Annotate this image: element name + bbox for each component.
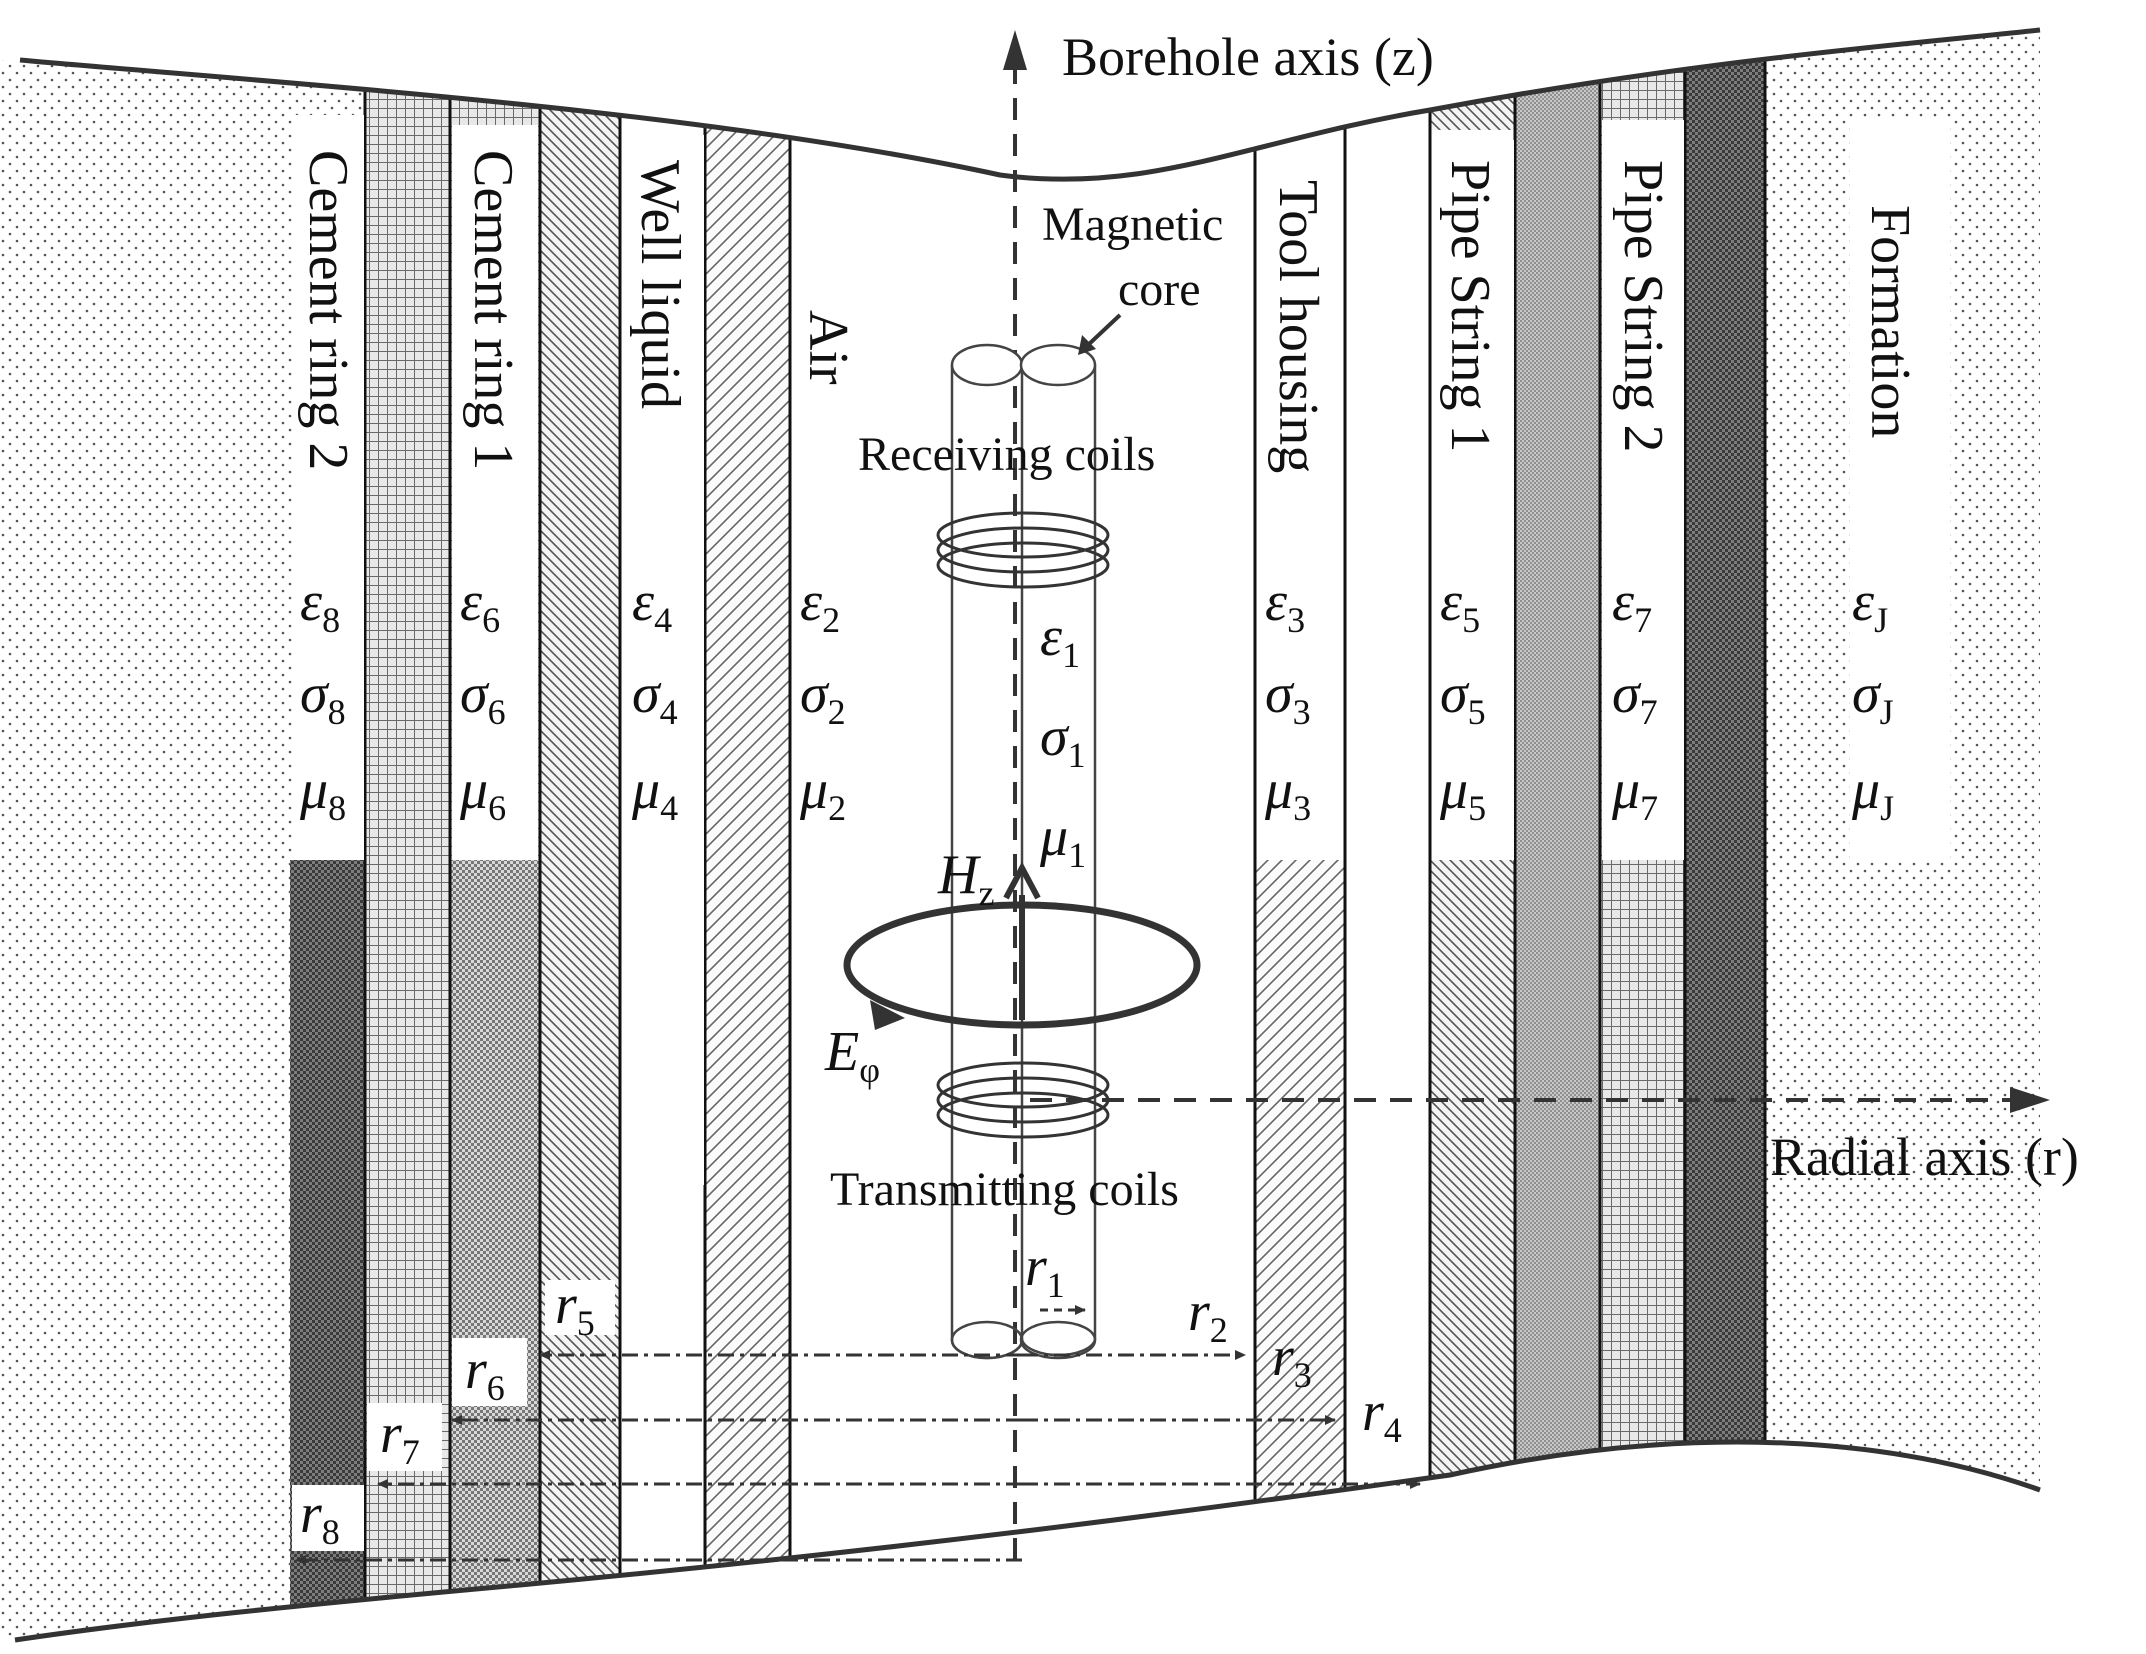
back-hatch-band bbox=[540, 30, 620, 1640]
core-epsilon: ε1 bbox=[1040, 606, 1080, 675]
r6-label: r6 bbox=[465, 1339, 505, 1408]
receiving-coils-label: Receiving coils bbox=[858, 428, 1155, 481]
layer-5-sigma: σ3 bbox=[1265, 663, 1311, 732]
pipe-string-1-lower bbox=[1430, 860, 1515, 1640]
core-mu: μ1 bbox=[1039, 806, 1086, 875]
white-gap-band bbox=[1345, 30, 1430, 1640]
grey-band bbox=[1515, 30, 1600, 1640]
magnetic-core-label-line-2: core bbox=[1118, 263, 1201, 316]
core-sigma: σ1 bbox=[1040, 706, 1086, 775]
layer-7-epsilon: ε7 bbox=[1612, 571, 1652, 640]
transmitting-coil-loops bbox=[936, 1061, 1110, 1139]
layer-2-sigma: σ6 bbox=[460, 663, 506, 732]
layer-4-mu: μ2 bbox=[799, 759, 846, 828]
borehole-axis-label: Borehole axis (z) bbox=[1062, 27, 1434, 87]
r8-label: r8 bbox=[300, 1483, 340, 1552]
magnetic-core-pointer bbox=[1086, 313, 1122, 347]
layer-6-mu: μ5 bbox=[1439, 759, 1486, 828]
layer-parameters: ε8 σ8 μ8 ε6 σ6 μ6 ε4 σ4 μ4 ε2 σ2 μ2 ε3 σ3 μ3 ε5 σ5 μ5 ε7 σ7… bbox=[299, 571, 1894, 875]
borehole-axis-arrowhead bbox=[1003, 30, 1027, 70]
forward-hatch-band bbox=[705, 30, 790, 1640]
h-z-arrowhead bbox=[1003, 861, 1041, 900]
layer-2-epsilon: ε6 bbox=[460, 571, 500, 640]
layer-3-sigma: σ4 bbox=[632, 663, 678, 732]
layer-1-epsilon: ε8 bbox=[300, 571, 340, 640]
band-borders bbox=[363, 30, 1767, 1640]
layer-7-mu: μ7 bbox=[1611, 759, 1658, 828]
radial-axis-arrowhead bbox=[2010, 1087, 2050, 1113]
layer-1-sigma: σ8 bbox=[300, 663, 346, 732]
e-phi-label: Eφ bbox=[824, 1021, 880, 1090]
radial-axis-label: Radial axis (r) bbox=[1770, 1127, 2079, 1187]
layer-4-sigma: σ2 bbox=[800, 663, 846, 732]
magnetic-core-pointer-head bbox=[1078, 335, 1096, 355]
layer-8-sigma: σJ bbox=[1852, 663, 1894, 732]
r1-label: r1 bbox=[1025, 1236, 1065, 1305]
layer-2-mu: μ6 bbox=[459, 759, 506, 828]
top-boundary bbox=[19, 27, 2041, 182]
layer-name-tool-housing: Tool housing bbox=[1267, 180, 1329, 473]
r2-label: r2 bbox=[1188, 1281, 1228, 1350]
label-panels bbox=[292, 115, 1950, 1185]
e-phi-loop-arrowhead bbox=[870, 1000, 905, 1030]
pipe-string-1-top-hatch bbox=[1430, 30, 1515, 130]
transmitting-coils-label: Transmitting coils bbox=[830, 1163, 1179, 1216]
layer-6-epsilon: ε5 bbox=[1440, 571, 1480, 640]
layer-name-well-liquid: Well liquid bbox=[629, 160, 691, 409]
dark-band bbox=[1685, 30, 1765, 1640]
layer-name-pipe-string-2: Pipe String 2 bbox=[1612, 160, 1674, 452]
r4-label: r4 bbox=[1362, 1381, 1402, 1450]
radius-label-backgrounds bbox=[292, 1280, 1420, 1551]
layer-5-mu: μ3 bbox=[1264, 759, 1311, 828]
radius-dimension-lines bbox=[295, 1305, 1421, 1565]
cement-ring-1-band bbox=[365, 30, 450, 1640]
well-liquid-outer-lower bbox=[450, 860, 540, 1640]
layer-7-sigma: σ7 bbox=[1612, 663, 1658, 732]
layer-name-cement-ring-2: Cement ring 2 bbox=[297, 150, 359, 470]
layer-6-sigma: σ5 bbox=[1440, 663, 1486, 732]
tool-housing-lower bbox=[1255, 860, 1345, 1640]
layer-5-epsilon: ε3 bbox=[1265, 571, 1305, 640]
h-z-label: Hz bbox=[937, 844, 994, 913]
layer-8-epsilon: εJ bbox=[1852, 571, 1888, 640]
layer-3-epsilon: ε4 bbox=[632, 571, 672, 640]
layer-4-epsilon: ε2 bbox=[800, 571, 840, 640]
r5-label: r5 bbox=[555, 1274, 595, 1343]
magnetic-core-label-line-1: Magnetic bbox=[1042, 198, 1223, 251]
layer-name-air: Air bbox=[797, 310, 859, 385]
layer-3-mu: μ4 bbox=[631, 759, 678, 828]
layer-name-pipe-string-1: Pipe String 1 bbox=[1439, 160, 1501, 452]
layer-1-mu: μ8 bbox=[299, 759, 346, 828]
r3-label: r3 bbox=[1272, 1326, 1312, 1395]
formation-left-band bbox=[0, 30, 290, 1640]
bottom-boundary bbox=[14, 1439, 2041, 1643]
layer-8-mu: μJ bbox=[1851, 759, 1894, 828]
receiving-coil-loops bbox=[936, 511, 1110, 589]
r7-label: r7 bbox=[380, 1403, 420, 1472]
layer-name-cement-ring-1: Cement ring 1 bbox=[462, 150, 524, 470]
layer-name-formation: Formation bbox=[1859, 205, 1921, 438]
layer-names: Cement ring 2 Cement ring 1 Well liquid … bbox=[297, 150, 1921, 473]
